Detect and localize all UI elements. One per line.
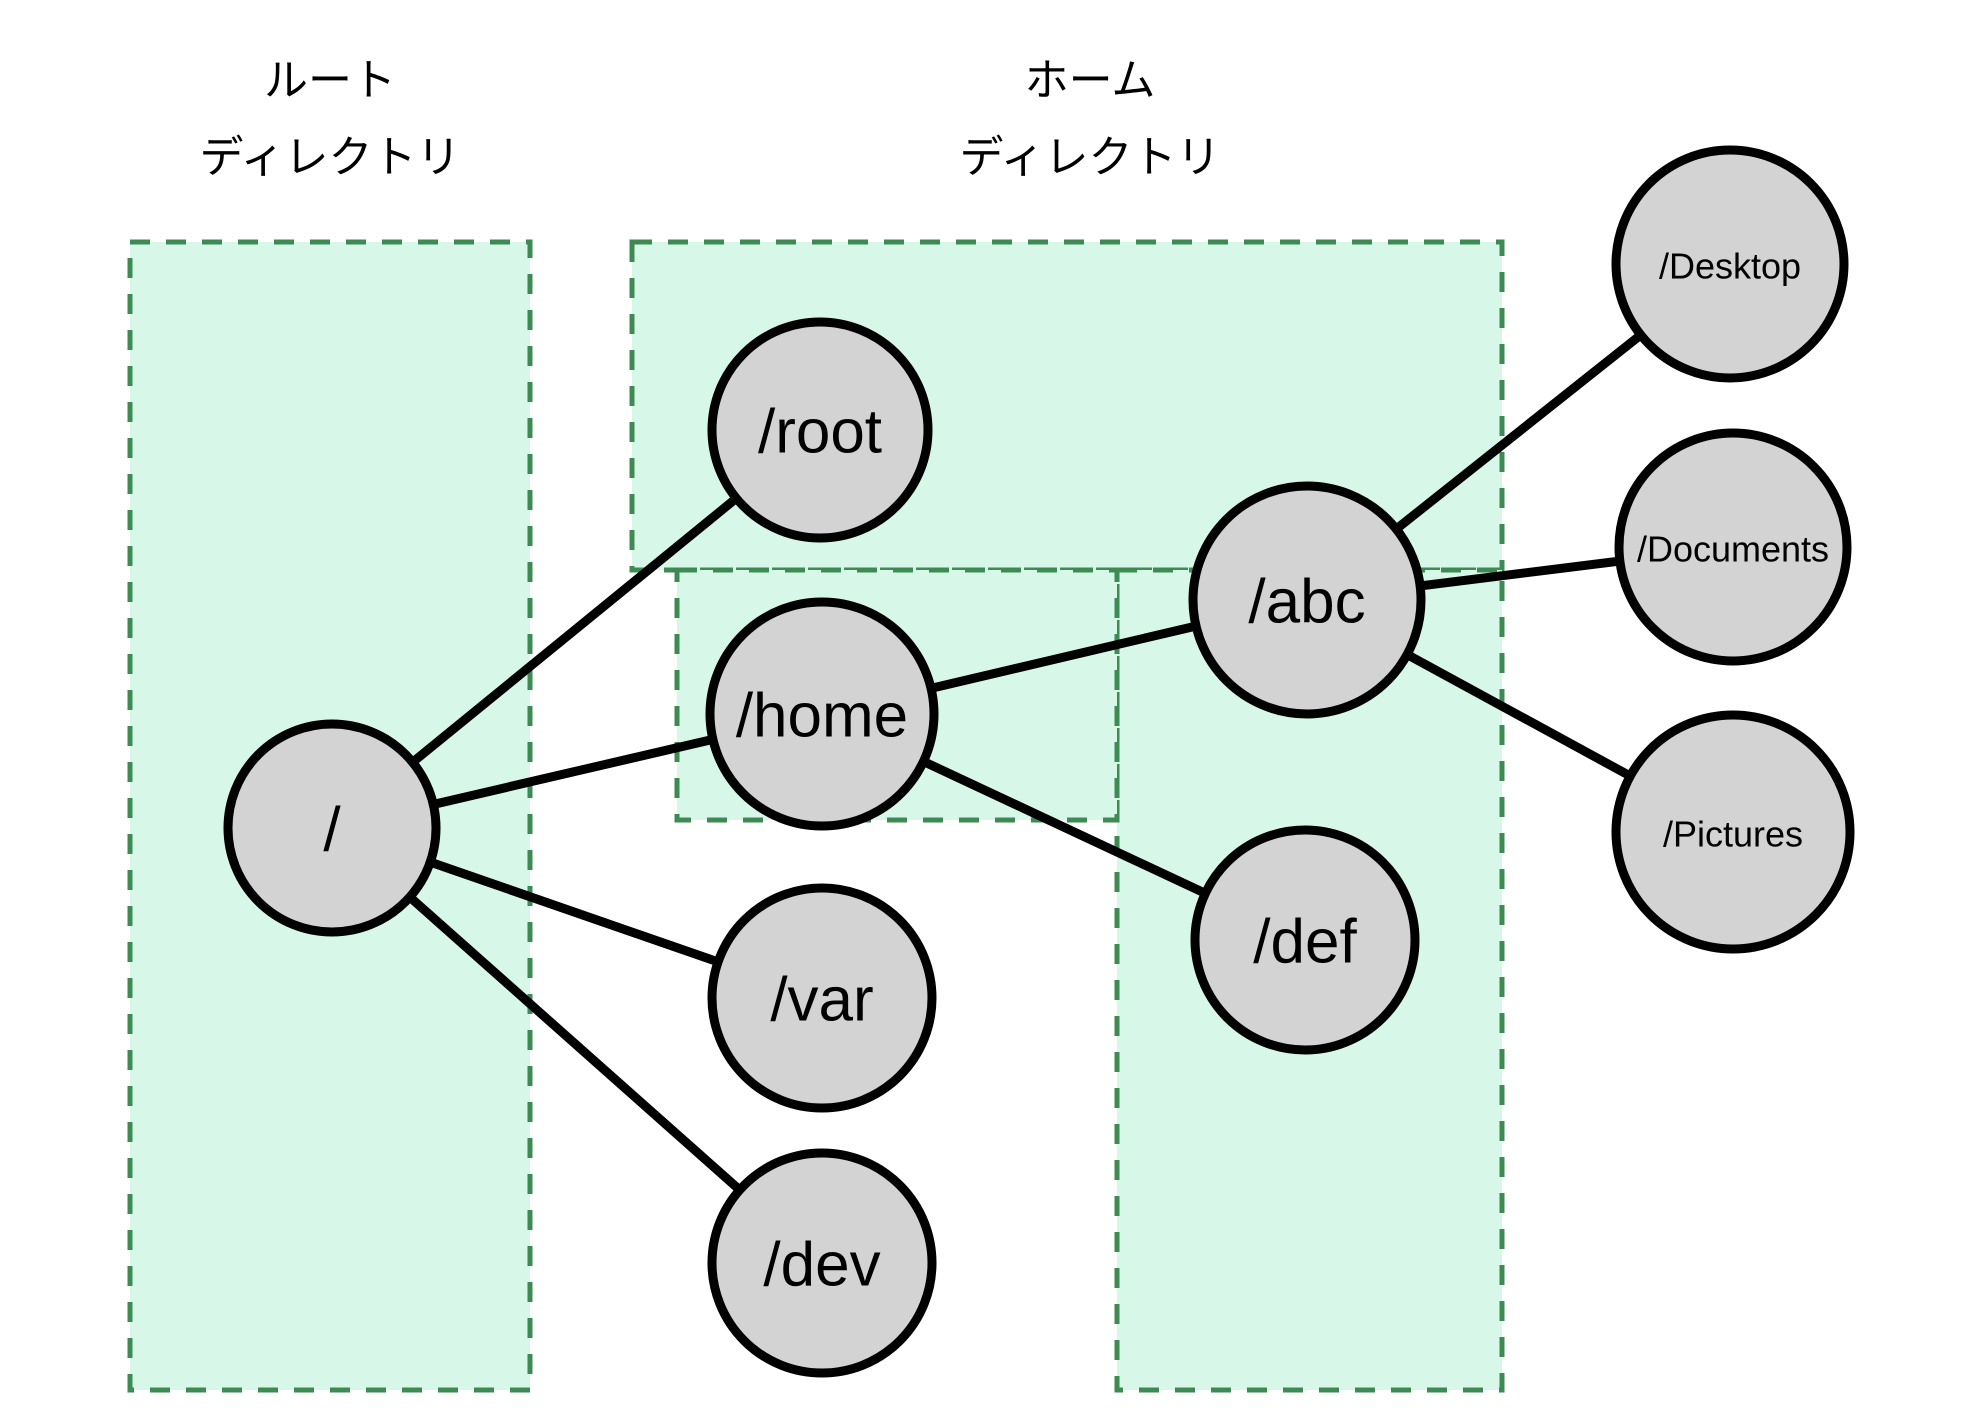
- node-label-desktop: /Desktop: [1659, 246, 1801, 287]
- zone-caption-root-directory-zone-line1: ルート: [264, 56, 396, 105]
- node-root-dir[interactable]: /root: [707, 317, 933, 543]
- node-label-root-dir: /root: [758, 398, 882, 467]
- node-circle-var[interactable]: [707, 883, 937, 1113]
- node-label-home: /home: [736, 682, 908, 751]
- node-documents[interactable]: /Documents: [1614, 428, 1852, 666]
- node-root[interactable]: /: [223, 719, 441, 937]
- node-home[interactable]: /home: [705, 597, 939, 831]
- node-def[interactable]: /def: [1190, 825, 1420, 1055]
- node-circle-pictures[interactable]: [1611, 710, 1855, 954]
- node-label-def: /def: [1253, 908, 1357, 977]
- node-abc[interactable]: /abc: [1188, 481, 1426, 719]
- node-label-root: /: [323, 796, 341, 865]
- zone-caption-home-directory-zone-upper-line2: ディレクトリ: [960, 133, 1221, 182]
- node-circle-root-dir[interactable]: [707, 317, 933, 543]
- node-circle-desktop[interactable]: [1611, 145, 1849, 383]
- nodes-layer: / /root/home/var/dev/abc/def/Desktop/Docu…: [223, 145, 1855, 1378]
- zone-caption-root-directory-zone-line2: ディレクトリ: [200, 133, 461, 182]
- node-var[interactable]: /var: [707, 883, 937, 1113]
- node-label-dev: /dev: [763, 1231, 880, 1300]
- node-circle-abc[interactable]: [1188, 481, 1426, 719]
- zone-caption-home-directory-zone-upper-line1: ホーム: [1025, 56, 1156, 105]
- node-label-documents: /Documents: [1637, 529, 1829, 570]
- node-circle-home[interactable]: [705, 597, 939, 831]
- node-circle-dev[interactable]: [707, 1148, 937, 1378]
- node-circle-documents[interactable]: [1614, 428, 1852, 666]
- node-circle-root[interactable]: [223, 719, 441, 937]
- node-circle-def[interactable]: [1190, 825, 1420, 1055]
- node-dev[interactable]: /dev: [707, 1148, 937, 1378]
- node-label-abc: /abc: [1248, 568, 1365, 637]
- node-desktop[interactable]: /Desktop: [1611, 145, 1849, 383]
- node-label-pictures: /Pictures: [1663, 814, 1803, 855]
- node-pictures[interactable]: /Pictures: [1611, 710, 1855, 954]
- node-label-var: /var: [770, 966, 873, 1035]
